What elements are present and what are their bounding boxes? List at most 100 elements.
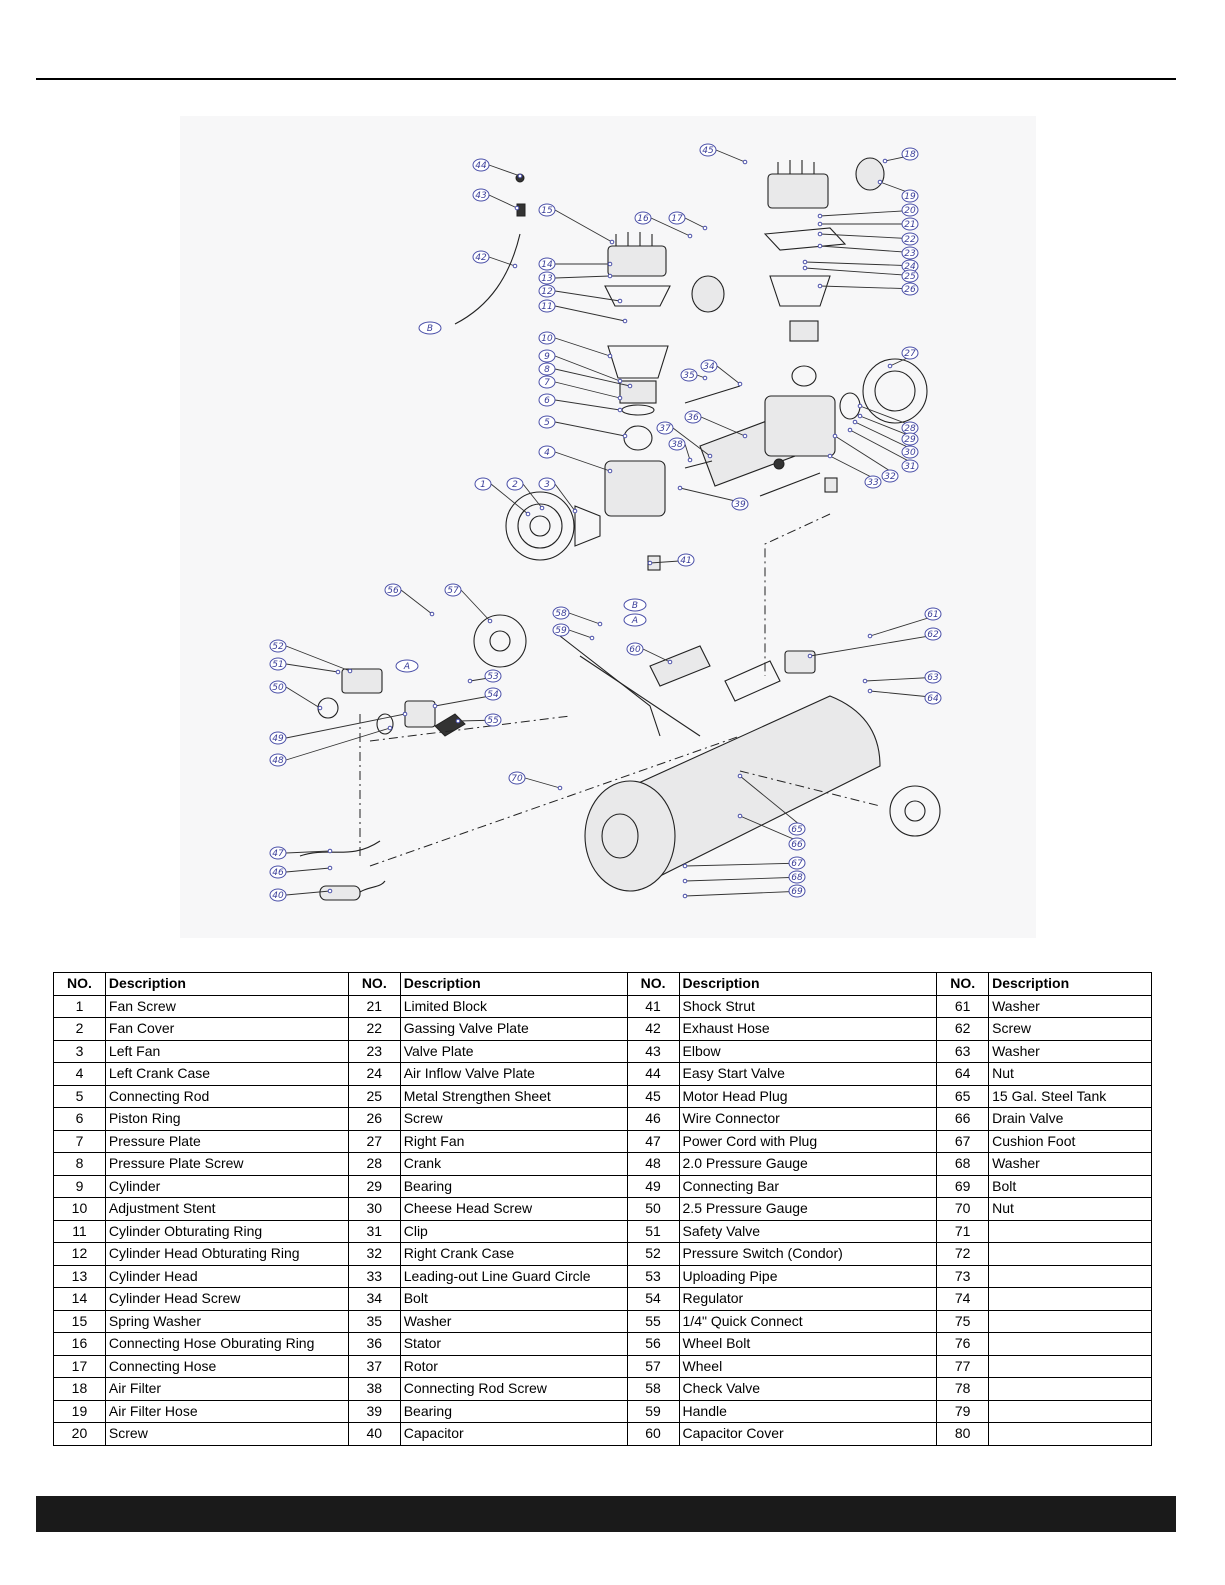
- part-number-cell: 26: [347, 1107, 401, 1131]
- leader-arrowhead: [617, 407, 623, 413]
- part-description-cell: [988, 1309, 1152, 1333]
- callout-leader: [285, 645, 351, 672]
- leader-arrowhead: [647, 560, 653, 566]
- callout-bubble: [269, 865, 287, 879]
- callout-number: 38: [671, 440, 683, 450]
- leader-arrowhead: [429, 611, 435, 617]
- callout-bubble: [474, 477, 492, 491]
- callout-bubble: [901, 147, 919, 161]
- part-number-cell: 20: [53, 1422, 106, 1446]
- callout-66: 66: [737, 813, 806, 851]
- callout-bubble: [538, 393, 556, 407]
- callout-bubble: [538, 477, 556, 491]
- callout-number: 62: [927, 630, 939, 640]
- part-description-cell: Capacitor: [399, 1422, 628, 1446]
- part-number-cell: 7: [53, 1129, 106, 1153]
- callout-29: 29: [857, 413, 919, 446]
- leader-arrowhead: [327, 865, 333, 871]
- connector-label: A: [631, 616, 638, 626]
- callout-leader: [672, 427, 711, 457]
- part-number-cell: 12: [53, 1242, 106, 1266]
- leader-arrowhead: [867, 688, 873, 694]
- part-description-cell: Connecting Hose Oburating Ring: [104, 1332, 349, 1356]
- callout-number: 13: [541, 274, 553, 284]
- part-number-cell: 42: [626, 1017, 680, 1041]
- callout-number: 10: [541, 334, 553, 344]
- callout-number: 67: [791, 859, 803, 869]
- callout-leader: [554, 337, 611, 357]
- leader-arrowhead: [827, 453, 833, 459]
- callout-number: 48: [272, 756, 284, 766]
- callout-number: 15: [541, 206, 553, 216]
- callout-12: 12: [538, 284, 623, 304]
- part-description-cell: Pressure Switch (Condor): [678, 1242, 938, 1266]
- callout-bubble: [901, 246, 919, 260]
- connector-letter-b: B: [623, 598, 647, 612]
- callout-number: 52: [272, 642, 284, 652]
- callout-70: 70: [508, 771, 563, 791]
- callout-number: 18: [904, 150, 916, 160]
- callout-27: 27: [887, 346, 919, 369]
- callout-bubble: [538, 349, 556, 363]
- leader-arrowhead: [455, 718, 461, 724]
- leader-arrowhead: [607, 468, 613, 474]
- part-number-cell: 64: [936, 1062, 990, 1086]
- callout-number: 29: [904, 435, 916, 445]
- footer-bar: [36, 1496, 1176, 1532]
- callout-52: 52: [269, 639, 353, 674]
- leader-arrowhead: [802, 265, 808, 271]
- callout-number: 69: [791, 887, 803, 897]
- callout-number: 40: [272, 891, 284, 901]
- callout-leader: [739, 775, 806, 830]
- callout-bubble: [484, 669, 502, 683]
- leader-arrowhead: [597, 621, 603, 627]
- callout-67: 67: [682, 856, 806, 870]
- header-no: NO.: [347, 972, 401, 996]
- part-number-cell: 25: [347, 1084, 401, 1108]
- callout-61: 61: [867, 607, 942, 639]
- callout-number: 12: [541, 287, 553, 297]
- part-number-cell: 60: [626, 1422, 680, 1446]
- leader-arrowhead: [347, 668, 353, 674]
- leader-arrowhead: [817, 283, 823, 289]
- part-description-cell: Screw: [988, 1017, 1152, 1041]
- callout-53: 53: [467, 669, 502, 684]
- callout-number: 31: [904, 462, 915, 472]
- callout-bubble: [634, 211, 652, 225]
- part-number-cell: 50: [626, 1197, 680, 1221]
- leader-arrowhead: [742, 159, 748, 165]
- callout-bubble: [472, 188, 490, 202]
- callout-bubble: [538, 362, 556, 376]
- leader-arrowhead: [867, 633, 873, 639]
- leader-arrowhead: [572, 508, 578, 514]
- leader-arrowhead: [682, 878, 688, 884]
- callout-19: 19: [877, 179, 919, 203]
- callout-leader: [568, 612, 601, 625]
- callout-28: 28: [857, 403, 919, 435]
- part-number-cell: 80: [936, 1422, 990, 1446]
- leader-arrowhead: [432, 703, 438, 709]
- part-number-cell: 29: [347, 1174, 401, 1198]
- callout-number: 42: [475, 253, 487, 263]
- callout-number: 59: [555, 626, 567, 636]
- callout-51: 51: [269, 657, 341, 675]
- part-description-cell: Piston Ring: [104, 1107, 349, 1131]
- callout-bubble: [538, 271, 556, 285]
- part-description-cell: Cheese Head Screw: [399, 1197, 628, 1221]
- callout-bubble: [788, 822, 806, 836]
- leader-arrowhead: [852, 419, 858, 425]
- part-number-cell: 62: [936, 1017, 990, 1041]
- leader-arrowhead: [682, 893, 688, 899]
- callout-bubble: [924, 691, 942, 705]
- callout-bubble: [269, 657, 287, 671]
- callout-bubble: [788, 856, 806, 870]
- callout-34: 34: [700, 359, 743, 387]
- callout-bubble: [538, 375, 556, 389]
- part-number-cell: 56: [626, 1332, 680, 1356]
- callout-number: 26: [904, 285, 916, 295]
